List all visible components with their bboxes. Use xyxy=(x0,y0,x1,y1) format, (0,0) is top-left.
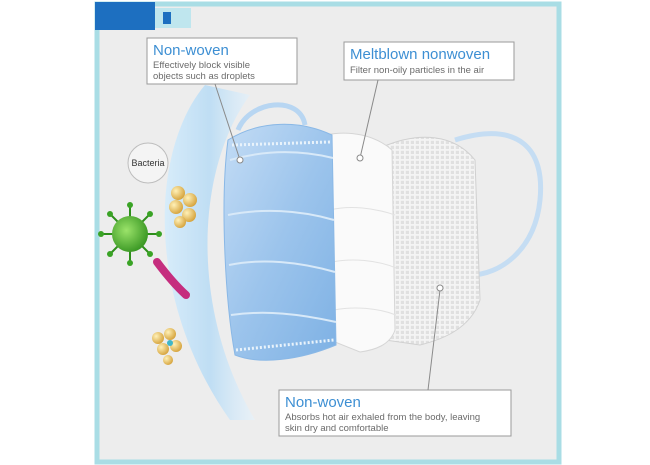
inner-layer-desc-line-1: Absorbs hot air exhaled from the body, l… xyxy=(285,412,480,423)
cocci-cluster-bottom xyxy=(152,328,182,365)
inner-layer-title: Non-woven xyxy=(285,394,361,411)
rod-bacterium xyxy=(153,258,190,299)
cocci-cluster-top xyxy=(169,186,197,228)
outer-layer-desc-line-2: objects such as droplets xyxy=(153,71,255,82)
ear-loop-top xyxy=(235,102,308,132)
callout-middle-layer: Meltblown nonwoven Filter non-oily parti… xyxy=(343,41,515,162)
virus-particle xyxy=(98,202,162,266)
corner-logo xyxy=(95,2,191,30)
middle-layer-desc-line-1: Filter non-oily particles in the air xyxy=(350,65,484,76)
meltblown-pleats xyxy=(329,207,397,316)
mask-bottom-stitching xyxy=(235,338,335,352)
outer-layer-title: Non-woven xyxy=(153,42,229,59)
bacteria-label: Bacteria xyxy=(131,158,164,168)
protective-shield-arc xyxy=(164,85,255,420)
callout-inner-layer: Non-woven Absorbs hot air exhaled from t… xyxy=(278,284,512,437)
inner-layer-desc-line-2: skin dry and comfortable xyxy=(285,423,389,434)
ear-loop-right xyxy=(454,131,544,278)
callout-outer-layer: Non-woven Effectively block visible obje… xyxy=(146,37,298,164)
meltblown-layer xyxy=(324,132,396,353)
middle-layer-title: Meltblown nonwoven xyxy=(350,46,490,63)
outer-nonwoven-layer xyxy=(223,123,337,361)
inner-nonwoven-layer xyxy=(379,136,481,346)
outer-layer-desc-line-1: Effectively block visible xyxy=(153,60,250,71)
bacteria-callout: Bacteria xyxy=(127,142,169,184)
mask-top-stitching xyxy=(231,140,331,147)
